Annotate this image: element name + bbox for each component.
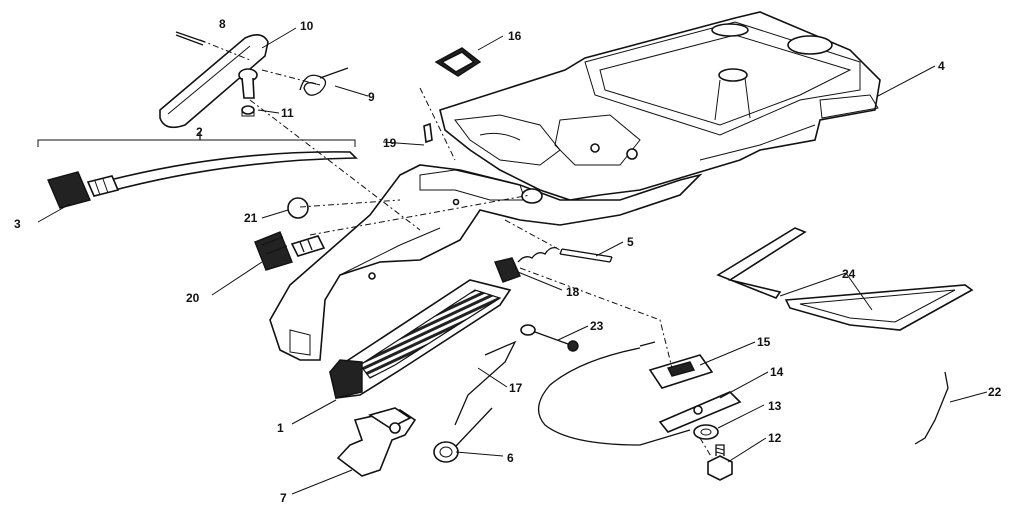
cable-assembly bbox=[538, 341, 691, 446]
part-8-pin bbox=[175, 31, 206, 46]
callout-20: 20 bbox=[186, 291, 200, 305]
part-23-clip bbox=[520, 324, 579, 352]
part-18-block bbox=[494, 246, 558, 283]
part-4-housing bbox=[439, 11, 881, 201]
part-9-spring bbox=[299, 67, 349, 96]
part-22-rod bbox=[914, 371, 949, 445]
callout-15: 15 bbox=[757, 335, 771, 349]
part-13-washer bbox=[693, 424, 719, 440]
part-15-plate bbox=[648, 354, 714, 389]
part-19-stud bbox=[423, 122, 433, 144]
part-16-cap bbox=[434, 47, 482, 77]
part-3-knob bbox=[47, 171, 120, 209]
callout-19: 19 bbox=[383, 136, 397, 150]
callout-labels: 8 10 9 11 2 3 16 4 19 21 20 5 18 24 23 1… bbox=[14, 17, 1002, 505]
callout-5: 5 bbox=[627, 235, 634, 249]
callout-14: 14 bbox=[770, 365, 784, 379]
callout-17: 17 bbox=[509, 381, 523, 395]
callout-1: 1 bbox=[277, 421, 284, 435]
callout-18: 18 bbox=[566, 285, 580, 299]
callout-4: 4 bbox=[938, 59, 945, 73]
centerlines bbox=[199, 39, 713, 459]
part-17-wire bbox=[454, 340, 517, 426]
callout-8: 8 bbox=[219, 17, 226, 31]
callout-23: 23 bbox=[590, 319, 604, 333]
callout-24: 24 bbox=[842, 267, 856, 281]
callout-6: 6 bbox=[507, 451, 514, 465]
part-1-pedal bbox=[329, 279, 512, 399]
callout-13: 13 bbox=[768, 399, 782, 413]
callout-9: 9 bbox=[368, 90, 375, 104]
part-20-knob bbox=[254, 231, 326, 271]
callout-12: 12 bbox=[768, 431, 782, 445]
part-10-lever-arm bbox=[159, 34, 269, 129]
callout-10: 10 bbox=[300, 19, 314, 33]
part-7-bracket bbox=[336, 407, 417, 477]
part-14-plate bbox=[658, 391, 742, 433]
part-21-washer bbox=[287, 197, 309, 219]
part-2-lever-rod bbox=[37, 132, 358, 191]
callout-7: 7 bbox=[280, 491, 287, 505]
callout-3: 3 bbox=[14, 217, 21, 231]
callout-11: 11 bbox=[281, 106, 294, 120]
callout-2: 2 bbox=[196, 125, 203, 139]
callout-16: 16 bbox=[508, 29, 522, 43]
callout-21: 21 bbox=[244, 211, 258, 225]
leader-lines bbox=[37, 27, 988, 495]
part-5-pin bbox=[559, 248, 613, 263]
lower-frame bbox=[269, 164, 703, 361]
part-12-bolt bbox=[707, 444, 733, 481]
part-24-strips bbox=[716, 227, 974, 331]
callout-22: 22 bbox=[988, 385, 1002, 399]
part-11-bushing bbox=[241, 105, 255, 117]
